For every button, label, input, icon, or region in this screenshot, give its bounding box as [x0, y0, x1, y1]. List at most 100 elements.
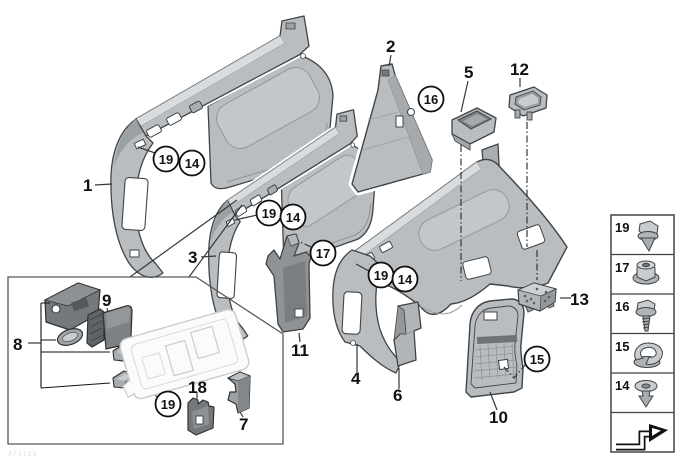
part-label-7[interactable]: 7	[239, 415, 248, 434]
part-11-tab	[294, 308, 304, 318]
axis-17	[297, 240, 312, 248]
part-6-face	[393, 305, 407, 342]
part-7-bracket[interactable]	[226, 371, 252, 414]
ghost-panel-inner	[130, 318, 239, 390]
svg-text:19: 19	[374, 268, 388, 283]
part-labels: 1 2 3 4 5 6 7 8 9 10 11 12 13 18	[13, 37, 589, 434]
part-label-4[interactable]: 4	[351, 369, 361, 388]
part-label-18[interactable]: 18	[188, 378, 207, 397]
part-8-slot	[71, 297, 90, 312]
part-9-ribs	[89, 313, 104, 342]
part-2-pillar-trim[interactable]	[348, 60, 436, 196]
part-label-10[interactable]: 10	[489, 408, 508, 427]
axis-15	[503, 363, 527, 379]
part-13-bracket[interactable]	[516, 282, 558, 313]
fan-line-2	[188, 204, 243, 278]
leader-5	[460, 80, 469, 113]
part-12-bezel[interactable]	[508, 86, 548, 121]
part-2-creases	[361, 111, 413, 151]
panel-right-armrest	[418, 189, 510, 251]
part-label-9[interactable]: 9	[102, 291, 111, 310]
panel-right-vent-2	[379, 241, 393, 253]
part-label-13[interactable]: 13	[570, 290, 589, 309]
callout-14-right[interactable]: 14	[391, 265, 419, 293]
part-11-bracket[interactable]	[265, 233, 312, 333]
legend-dividers	[611, 253, 674, 414]
part-6-crease	[405, 330, 415, 335]
fastener-legend: 19 17 16 15 14	[610, 214, 675, 453]
callout-17[interactable]: 17	[309, 239, 337, 267]
svg-text:17: 17	[316, 246, 330, 261]
part-label-2[interactable]: 2	[386, 37, 395, 56]
hex-screw-icon	[637, 220, 659, 253]
part-5-shelf	[463, 114, 487, 126]
part-2-hole	[407, 108, 415, 116]
part-4-column	[332, 249, 402, 374]
part-label-12[interactable]: 12	[510, 60, 529, 79]
c-clip-icon	[633, 342, 663, 368]
legend-label-17[interactable]: 17	[615, 260, 629, 275]
leader-2	[388, 54, 392, 67]
part-label-6[interactable]: 6	[393, 386, 402, 405]
part-4-hole	[341, 291, 363, 335]
part-8-hole	[51, 304, 61, 314]
fastener-callouts: 19 14 19 14 19 14 16 17	[152, 85, 551, 418]
part-2-slot	[395, 115, 404, 128]
part-10-bar	[476, 334, 518, 345]
part-6-bracket[interactable]	[393, 301, 422, 367]
part-10-hook	[497, 358, 510, 371]
fan-line-1	[129, 199, 238, 278]
legend-label-15[interactable]: 15	[615, 339, 629, 354]
leader-19a	[137, 146, 156, 154]
legend-label-19[interactable]: 19	[615, 220, 629, 235]
part-10-net-panel[interactable]	[465, 298, 525, 398]
legend-label-14[interactable]: 14	[615, 378, 630, 393]
part-10-slot	[483, 311, 498, 321]
part-10-inner	[470, 305, 519, 389]
part-2-tab	[381, 69, 390, 77]
part-9-flap[interactable]	[86, 305, 133, 350]
part-18-bracket[interactable]	[187, 397, 215, 436]
part-5-tray[interactable]	[451, 107, 497, 151]
part-4-hole-2	[350, 340, 356, 346]
part-label-5[interactable]: 5	[464, 63, 473, 82]
callout-19-box[interactable]: 19	[154, 390, 182, 418]
part-8-assembly[interactable]	[43, 282, 102, 331]
callout-16[interactable]: 16	[417, 85, 445, 113]
part-18-slot	[195, 415, 204, 425]
leader-19c	[355, 263, 370, 272]
panel-right-crease	[419, 304, 463, 315]
svg-text:15: 15	[530, 352, 544, 367]
detail-box-frame	[7, 276, 284, 445]
callout-15[interactable]: 15	[523, 345, 551, 373]
callout-19-right[interactable]: 19	[367, 261, 395, 289]
center-lines	[297, 122, 538, 379]
flange-nut-icon	[632, 260, 660, 285]
legend-label-16[interactable]: 16	[615, 299, 629, 314]
part-label-11[interactable]: 11	[291, 341, 309, 360]
svg-text:19: 19	[159, 152, 173, 167]
callout-19-panel1[interactable]: 19	[152, 145, 180, 173]
part-8-leaders	[28, 302, 111, 389]
part-8-remote[interactable]	[55, 326, 85, 349]
panel-right-cutout-b	[516, 224, 546, 250]
callout-14-panel3[interactable]: 14	[279, 203, 307, 231]
part-11-face	[283, 261, 307, 323]
part-label-8[interactable]: 8	[13, 335, 22, 354]
part-5-front	[451, 132, 471, 151]
part-label-1[interactable]: 1	[83, 176, 92, 195]
ghost-panel-outline	[119, 308, 250, 400]
ghost-panel-rect3	[141, 352, 166, 380]
callout-14-panel1[interactable]: 14	[178, 149, 206, 177]
leader-11	[298, 332, 301, 343]
part-13-holes	[523, 287, 551, 305]
svg-text:14: 14	[398, 272, 413, 287]
callout-19-panel3[interactable]: 19	[255, 199, 283, 227]
part-9-body-hl	[106, 306, 130, 329]
detail-box	[7, 276, 284, 445]
leader-10	[489, 391, 498, 411]
part-label-3[interactable]: 3	[188, 248, 197, 267]
part-12-tab-2	[526, 111, 533, 121]
